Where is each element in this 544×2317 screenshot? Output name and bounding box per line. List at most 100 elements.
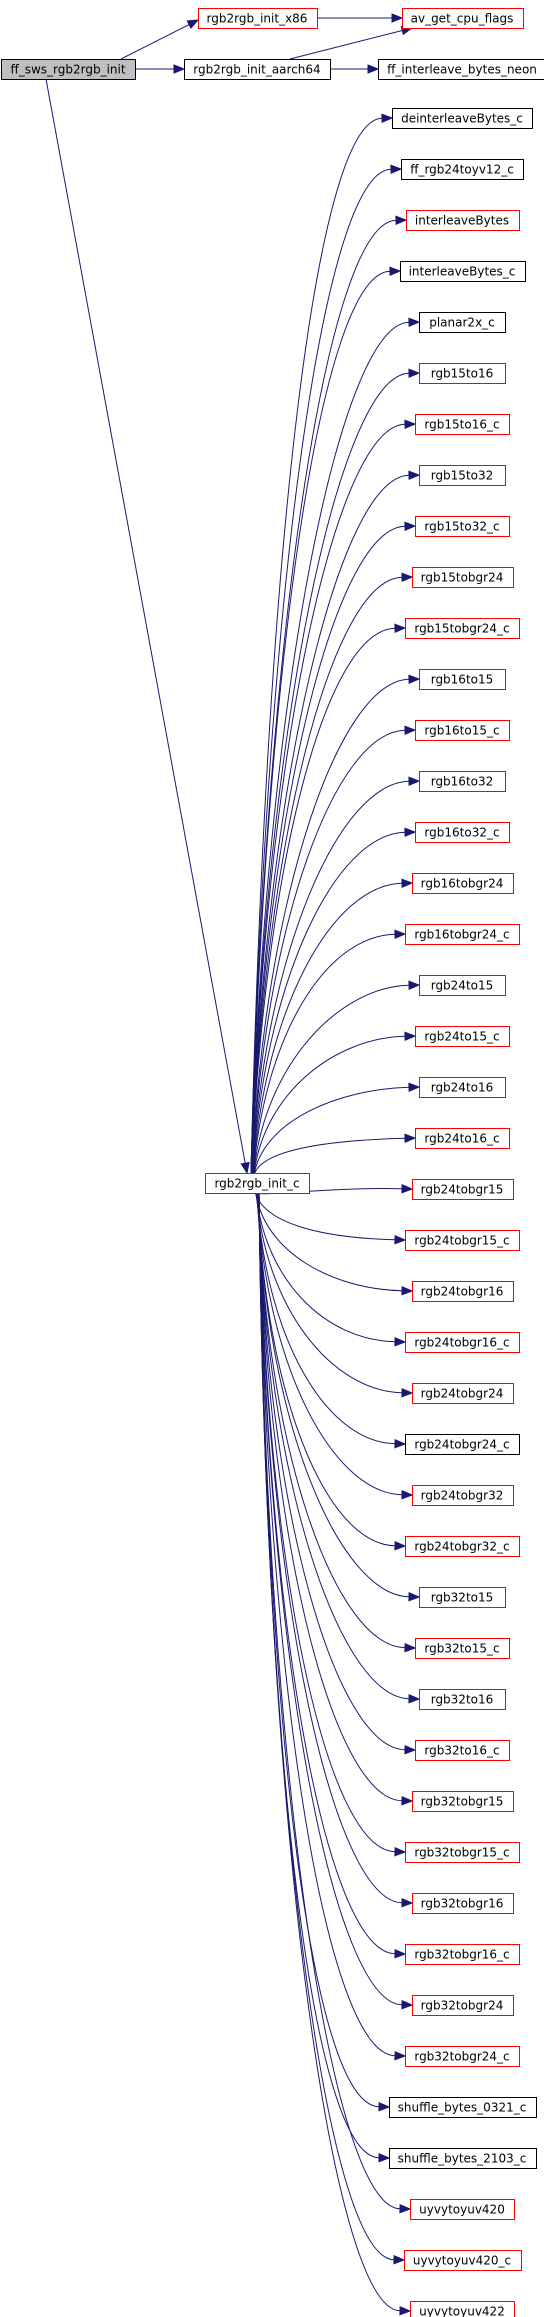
node-rgb24tobgr32[interactable]: rgb24tobgr32 <box>412 1485 514 1506</box>
node-rgb32to16[interactable]: rgb32to16 <box>419 1689 506 1710</box>
node-rgb24to15[interactable]: rgb24to15 <box>419 975 506 996</box>
node-ff-sws-rgb2rgb-init[interactable]: ff_sws_rgb2rgb_init <box>1 59 136 80</box>
arrowhead <box>399 2306 412 2316</box>
node-rgb24tobgr32-c[interactable]: rgb24tobgr32_c <box>405 1536 520 1557</box>
node-label: rgb32tobgr16 <box>421 1897 504 1911</box>
node-label: rgb24to16 <box>431 1081 494 1095</box>
node-interleavebytes[interactable]: interleaveBytes <box>406 210 520 231</box>
node-rgb16to32-c[interactable]: rgb16to32_c <box>415 822 510 843</box>
node-rgb24tobgr15[interactable]: rgb24tobgr15 <box>412 1179 514 1200</box>
node-rgb24tobgr24-c[interactable]: rgb24tobgr24_c <box>405 1434 520 1455</box>
node-box <box>184 59 331 80</box>
node-box <box>412 1995 514 2016</box>
edge-line <box>250 168 392 1174</box>
node-rgb24to15-c[interactable]: rgb24to15_c <box>415 1026 510 1047</box>
edge-initc-to-rgb15to32-c <box>250 521 417 1174</box>
node-rgb15to32-c[interactable]: rgb15to32_c <box>415 516 510 537</box>
node-rgb24tobgr16-c[interactable]: rgb24tobgr16_c <box>405 1332 520 1353</box>
node-rgb15to16-c[interactable]: rgb15to16_c <box>415 414 510 435</box>
node-box <box>412 567 514 588</box>
node-rgb32to15-c[interactable]: rgb32to15_c <box>415 1638 510 1659</box>
node-rgb2rgb-init-c[interactable]: rgb2rgb_init_c <box>205 1173 310 1194</box>
node-rgb15to16[interactable]: rgb15to16 <box>419 363 506 384</box>
node-box <box>412 873 514 894</box>
edge-initc-to-rgb24tobgr32-c <box>256 1192 407 1551</box>
node-rgb16tobgr24-c[interactable]: rgb16tobgr24_c <box>405 924 520 945</box>
edge-initc-to-rgb15to16-c <box>250 419 417 1174</box>
node-rgb15tobgr24[interactable]: rgb15tobgr24 <box>412 567 514 588</box>
node-uyvytoyuv422[interactable]: uyvytoyuv422 <box>410 2301 515 2317</box>
node-rgb24tobgr16[interactable]: rgb24tobgr16 <box>412 1281 514 1302</box>
node-shuffle-bytes-0321-c[interactable]: shuffle_bytes_0321_c <box>389 2097 537 2118</box>
node-box <box>415 1740 510 1761</box>
edge-initc-to-rgb16to32 <box>251 776 421 1174</box>
edge-line <box>250 423 406 1174</box>
node-label: ff_rgb24toyv12_c <box>410 163 514 177</box>
arrowhead <box>404 1031 417 1041</box>
node-shuffle-bytes-2103-c[interactable]: shuffle_bytes_2103_c <box>389 2148 537 2169</box>
node-rgb24tobgr24[interactable]: rgb24tobgr24 <box>412 1383 514 1404</box>
node-rgb2rgb-init-x86[interactable]: rgb2rgb_init_x86 <box>198 8 318 29</box>
edge-line <box>257 1192 406 1649</box>
node-label: deinterleaveBytes_c <box>401 112 523 126</box>
node-uyvytoyuv420-c[interactable]: uyvytoyuv420_c <box>404 2250 522 2271</box>
arrowhead <box>404 827 417 837</box>
edge-initc-to-rgb24tobgr16-c <box>255 1192 407 1347</box>
node-box <box>405 1332 520 1353</box>
node-rgb16to15[interactable]: rgb16to15 <box>419 669 506 690</box>
node-rgb2rgb-init-aarch64[interactable]: rgb2rgb_init_aarch64 <box>184 59 331 80</box>
node-rgb32to15[interactable]: rgb32to15 <box>419 1587 506 1608</box>
node-label: rgb24tobgr32 <box>421 1489 504 1503</box>
arrowhead <box>404 521 417 531</box>
node-rgb24to16[interactable]: rgb24to16 <box>419 1077 506 1098</box>
node-ff-rgb24toyv12-c[interactable]: ff_rgb24toyv12_c <box>401 159 524 180</box>
node-rgb32tobgr24[interactable]: rgb32tobgr24 <box>412 1995 514 2016</box>
edge-line <box>258 1192 403 2006</box>
arrowhead <box>401 572 414 582</box>
node-label: planar2x_c <box>429 316 495 330</box>
arrowhead <box>404 419 417 429</box>
edge-initc-to-rgb24to15-c <box>253 1031 417 1174</box>
node-rgb24to16-c[interactable]: rgb24to16_c <box>415 1128 510 1149</box>
node-rgb16to32[interactable]: rgb16to32 <box>419 771 506 792</box>
node-box <box>401 159 524 180</box>
node-deinterleavebytes-c[interactable]: deinterleaveBytes_c <box>392 108 533 129</box>
node-rgb32tobgr15-c[interactable]: rgb32tobgr15_c <box>405 1842 520 1863</box>
edge-line <box>253 1035 406 1174</box>
node-ff-interleave-bytes-neon[interactable]: ff_interleave_bytes_neon <box>378 59 544 80</box>
node-rgb32tobgr15[interactable]: rgb32tobgr15 <box>412 1791 514 1812</box>
node-rgb24tobgr15-c[interactable]: rgb24tobgr15_c <box>405 1230 520 1251</box>
edge-line <box>258 1192 395 2261</box>
node-rgb32to16-c[interactable]: rgb32to16_c <box>415 1740 510 1761</box>
arrowhead <box>404 1643 417 1653</box>
edge-line <box>258 1192 401 2210</box>
edge-x86-to-cpu <box>317 13 404 23</box>
arrowhead <box>240 1161 250 1175</box>
node-rgb15tobgr24-c[interactable]: rgb15tobgr24_c <box>405 618 520 639</box>
node-rgb32tobgr24-c[interactable]: rgb32tobgr24_c <box>405 2046 520 2067</box>
arrowhead <box>401 1286 414 1296</box>
node-rgb32tobgr16-c[interactable]: rgb32tobgr16_c <box>405 1944 520 1965</box>
edge-line <box>250 627 396 1174</box>
arrowhead <box>394 1439 407 1449</box>
node-interleavebytes-c[interactable]: interleaveBytes_c <box>400 261 526 282</box>
edge-line <box>120 24 190 60</box>
node-rgb32tobgr16[interactable]: rgb32tobgr16 <box>412 1893 514 1914</box>
node-av-get-cpu-flags[interactable]: av_get_cpu_flags <box>402 8 524 29</box>
node-rgb15to32[interactable]: rgb15to32 <box>419 465 506 486</box>
edge-initc-to-rgb16to15-c <box>251 725 417 1174</box>
node-box <box>415 516 510 537</box>
node-planar2x-c[interactable]: planar2x_c <box>419 312 506 333</box>
node-label: rgb24tobgr32_c <box>414 1540 509 1554</box>
node-label: rgb15to32_c <box>424 520 499 534</box>
arrowhead <box>408 1694 421 1704</box>
edge-line <box>251 780 410 1174</box>
node-rgb16tobgr24[interactable]: rgb16tobgr24 <box>412 873 514 894</box>
node-box <box>205 1173 310 1194</box>
edge-root-to-x86 <box>120 19 200 60</box>
node-uyvytoyuv420[interactable]: uyvytoyuv420 <box>410 2199 515 2220</box>
arrowhead <box>401 878 414 888</box>
node-rgb16to15-c[interactable]: rgb16to15_c <box>415 720 510 741</box>
edge-initc-to-uyvytoyuv422 <box>258 1192 412 2316</box>
node-box <box>415 1638 510 1659</box>
